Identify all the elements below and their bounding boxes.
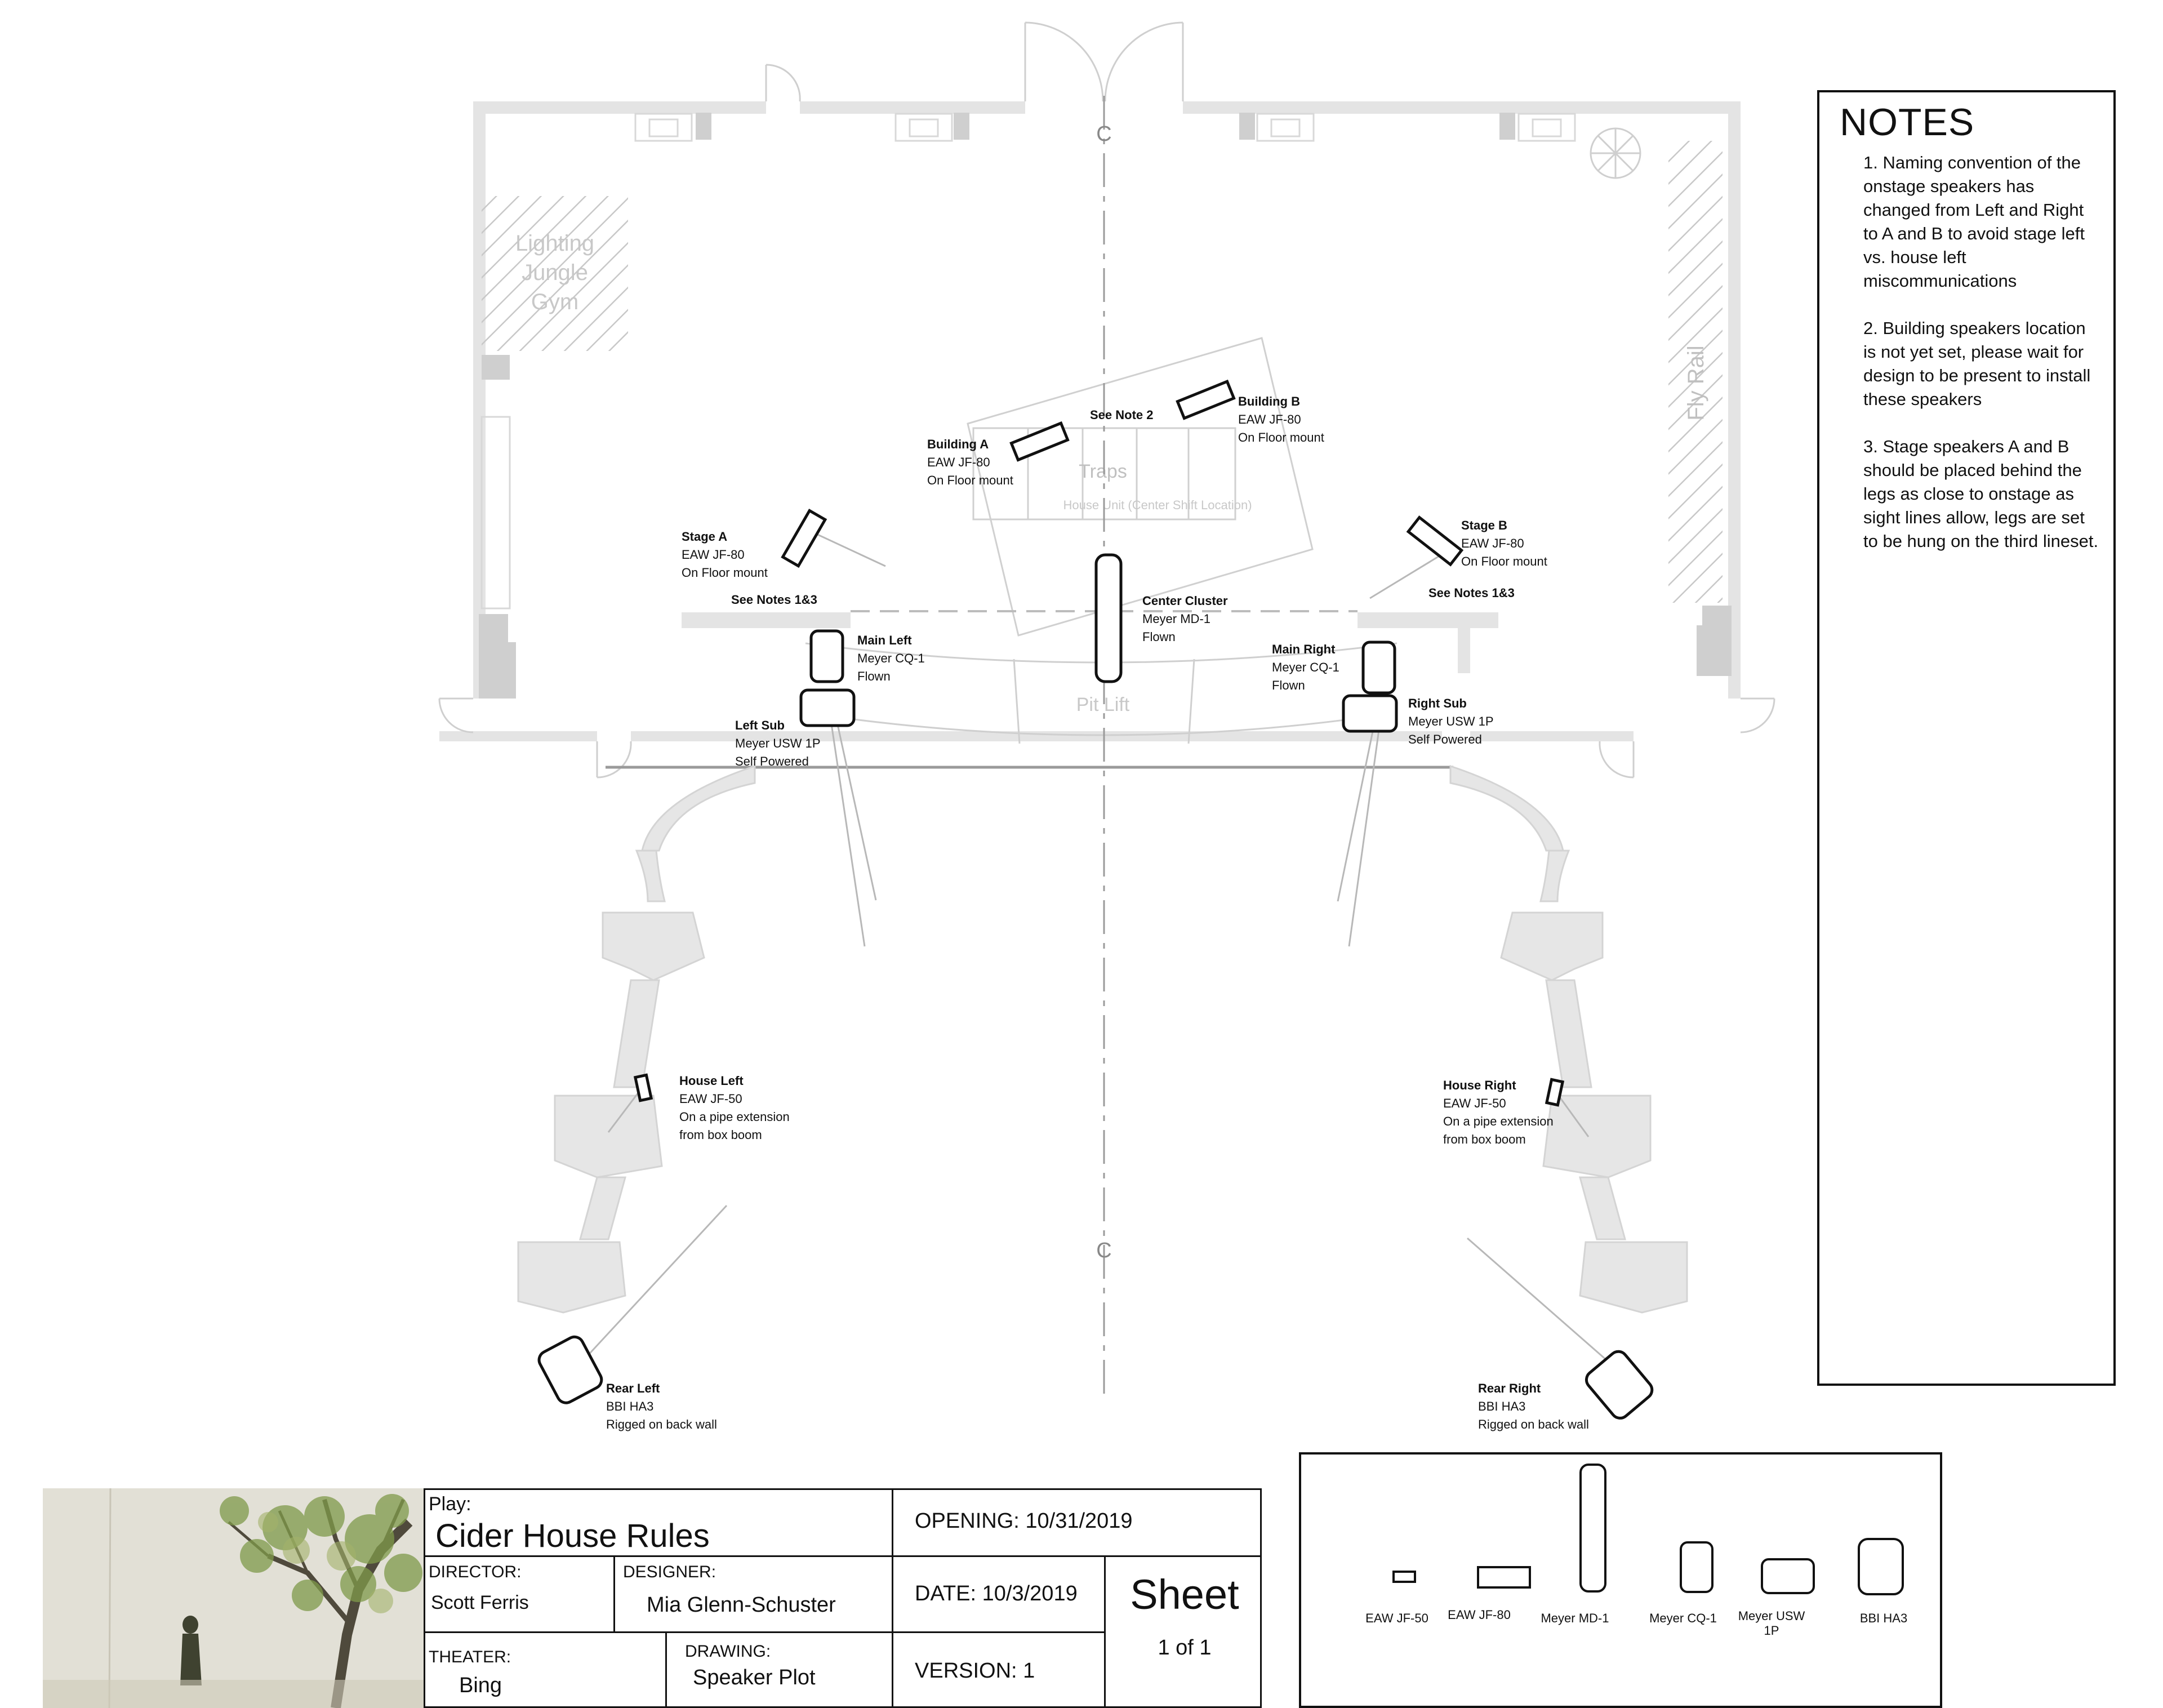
- note-2: 2. Building speakers location is not yet…: [1863, 318, 2091, 409]
- speaker-main-right: [1361, 640, 1396, 695]
- speaker-house-left: [633, 1073, 653, 1102]
- label-right-sub: Right Sub Meyer USW 1P Self Powered: [1408, 696, 1497, 746]
- speaker-main-left: [809, 629, 844, 683]
- notes-panel: NOTES 1. Naming convention of the onstag…: [1817, 90, 2116, 1386]
- legend-label-eaw-jf-80: EAW JF-80: [1448, 1608, 1511, 1622]
- label-center-cluster: Center Cluster Meyer MD-1 Flown: [1142, 594, 1231, 644]
- opening-date: 10/31/2019: [1025, 1509, 1133, 1533]
- version-line: VERSION: 1: [915, 1659, 1035, 1683]
- speaker-stage-a: [781, 509, 827, 568]
- legend-label-meyer-md-1: Meyer MD-1: [1541, 1611, 1609, 1625]
- speaker-rear-right: [1585, 1350, 1654, 1420]
- legend-symbol-meyer-cq-1: [1680, 1541, 1714, 1593]
- centerline-mark-bottom: C: [1096, 1239, 1111, 1262]
- traps-outline: [967, 337, 1314, 637]
- designer-label: DESIGNER:: [623, 1563, 716, 1581]
- theater-name: Bing: [459, 1674, 502, 1697]
- pit-lift-label: Pit Lift: [1076, 694, 1130, 715]
- designer-name: Mia Glenn-Schuster: [647, 1593, 836, 1617]
- legend-label-meyer-cq-1: Meyer CQ-1: [1649, 1611, 1717, 1625]
- speaker-center-cluster: [1094, 553, 1123, 683]
- theater-cell: THEATER: Bing: [424, 1631, 667, 1708]
- drawing-name: Speaker Plot: [693, 1666, 816, 1689]
- house-wall-right: [1449, 764, 1688, 1314]
- speaker-rear-left: [537, 1335, 603, 1404]
- label-left-sub: Left Sub Meyer USW 1P Self Powered: [735, 718, 824, 768]
- legend-label-eaw-jf-50: EAW JF-50: [1365, 1611, 1428, 1625]
- centerline-mark-top: C: [1096, 122, 1111, 146]
- label-stage-b: Stage B EAW JF-80 On Floor mount: [1461, 518, 1547, 568]
- callout-see-notes-left: See Notes 1&3: [731, 593, 817, 607]
- wall-outlets: [480, 113, 1576, 610]
- coverage-lines: [585, 527, 1617, 1370]
- opening-label-text: OPENING:: [915, 1509, 1020, 1533]
- label-house-right: House Right EAW JF-50 On a pipe extensio…: [1443, 1078, 1557, 1146]
- label-building-a: Building A EAW JF-80 On Floor mount: [927, 437, 1013, 487]
- speaker-legend: EAW JF-50 EAW JF-80 Meyer MD-1 Meyer CQ-…: [1299, 1452, 1942, 1708]
- version-label: VERSION:: [915, 1659, 1017, 1683]
- callout-see-note-2: See Note 2: [1090, 408, 1154, 422]
- speaker-building-a: [1009, 421, 1070, 462]
- traps-label: Traps: [1079, 461, 1127, 482]
- label-house-left: House Left EAW JF-50 On a pipe extension…: [679, 1074, 793, 1142]
- play-cell: Play: Cider House Rules: [424, 1488, 893, 1557]
- play-label: Play:: [429, 1493, 471, 1515]
- drawing-label: DRAWING:: [685, 1642, 771, 1661]
- house-wall-left: [517, 764, 756, 1314]
- date-value: 10/3/2019: [982, 1582, 1078, 1605]
- director-cell: DIRECTOR: Scott Ferris: [424, 1555, 615, 1633]
- label-main-right: Main Right Meyer CQ-1 Flown: [1272, 642, 1343, 692]
- lighting-jungle-gym-area: [482, 196, 628, 351]
- director-name: Scott Ferris: [431, 1592, 529, 1613]
- label-rear-left: Rear Left BBI HA3 Rigged on back wall: [606, 1381, 717, 1431]
- doors: [438, 21, 1775, 779]
- label-building-b: Building B EAW JF-80 On Floor mount: [1238, 394, 1324, 444]
- legend-symbol-meyer-md-1: [1579, 1464, 1606, 1593]
- sheet-cell: Sheet 1 of 1: [1104, 1555, 1262, 1708]
- fly-rail-area: [1668, 141, 1723, 603]
- notes-title: NOTES: [1840, 101, 1975, 144]
- speaker-house-right: [1545, 1078, 1565, 1107]
- production-image: [43, 1488, 424, 1708]
- speaker-left-sub: [799, 688, 856, 727]
- speaker-right-sub: [1342, 694, 1398, 733]
- legend-label-bbi-ha3: BBI HA3: [1859, 1611, 1908, 1625]
- callout-see-notes-right: See Notes 1&3: [1428, 586, 1515, 600]
- director-label: DIRECTOR:: [429, 1563, 522, 1581]
- note-3: 3. Stage speakers A and B should be plac…: [1863, 437, 2099, 551]
- opening-label: OPENING: 10/31/2019: [915, 1509, 1133, 1533]
- title-block: Play: Cider House Rules OPENING: 10/31/2…: [424, 1488, 1262, 1708]
- legend-symbols: [1392, 1464, 1904, 1595]
- legend-symbol-meyer-usw-1p: [1761, 1558, 1815, 1594]
- house-unit-label: House Unit (Center Shift Location): [1063, 498, 1252, 512]
- play-title: Cider House Rules: [435, 1518, 710, 1554]
- opening-cell: OPENING: 10/31/2019: [892, 1488, 1262, 1557]
- date-cell: DATE: 10/3/2019: [892, 1555, 1106, 1633]
- designer-cell: DESIGNER: Mia Glenn-Schuster: [613, 1555, 893, 1633]
- label-rear-right: Rear Right BBI HA3 Rigged on back wall: [1478, 1381, 1589, 1431]
- legend-symbol-eaw-jf-50: [1392, 1571, 1416, 1583]
- note-1: 1. Naming convention of the onstage spea…: [1863, 153, 2085, 291]
- version-value: 1: [1023, 1659, 1035, 1683]
- legend-symbol-eaw-jf-80: [1477, 1566, 1531, 1589]
- speaker-stage-b: [1406, 515, 1464, 567]
- theater-label: THEATER:: [429, 1648, 511, 1666]
- label-main-left: Main Left Meyer CQ-1 Flown: [857, 633, 928, 683]
- drawing-cell: DRAWING: Speaker Plot: [665, 1631, 893, 1708]
- label-stage-a: Stage A EAW JF-80 On Floor mount: [682, 530, 768, 580]
- sheet-label: Sheet: [1130, 1571, 1239, 1618]
- legend-label-meyer-usw-1p: Meyer USW 1P: [1738, 1609, 1805, 1638]
- sheet-number: 1 of 1: [1158, 1636, 1212, 1660]
- speaker-building-b: [1176, 379, 1236, 420]
- legend-symbol-bbi-ha3: [1858, 1538, 1904, 1595]
- date-label: DATE:: [915, 1582, 977, 1605]
- fly-rail-label: Fly Rail: [1684, 345, 1708, 420]
- version-cell: VERSION: 1: [892, 1631, 1106, 1708]
- date-line: DATE: 10/3/2019: [915, 1582, 1078, 1606]
